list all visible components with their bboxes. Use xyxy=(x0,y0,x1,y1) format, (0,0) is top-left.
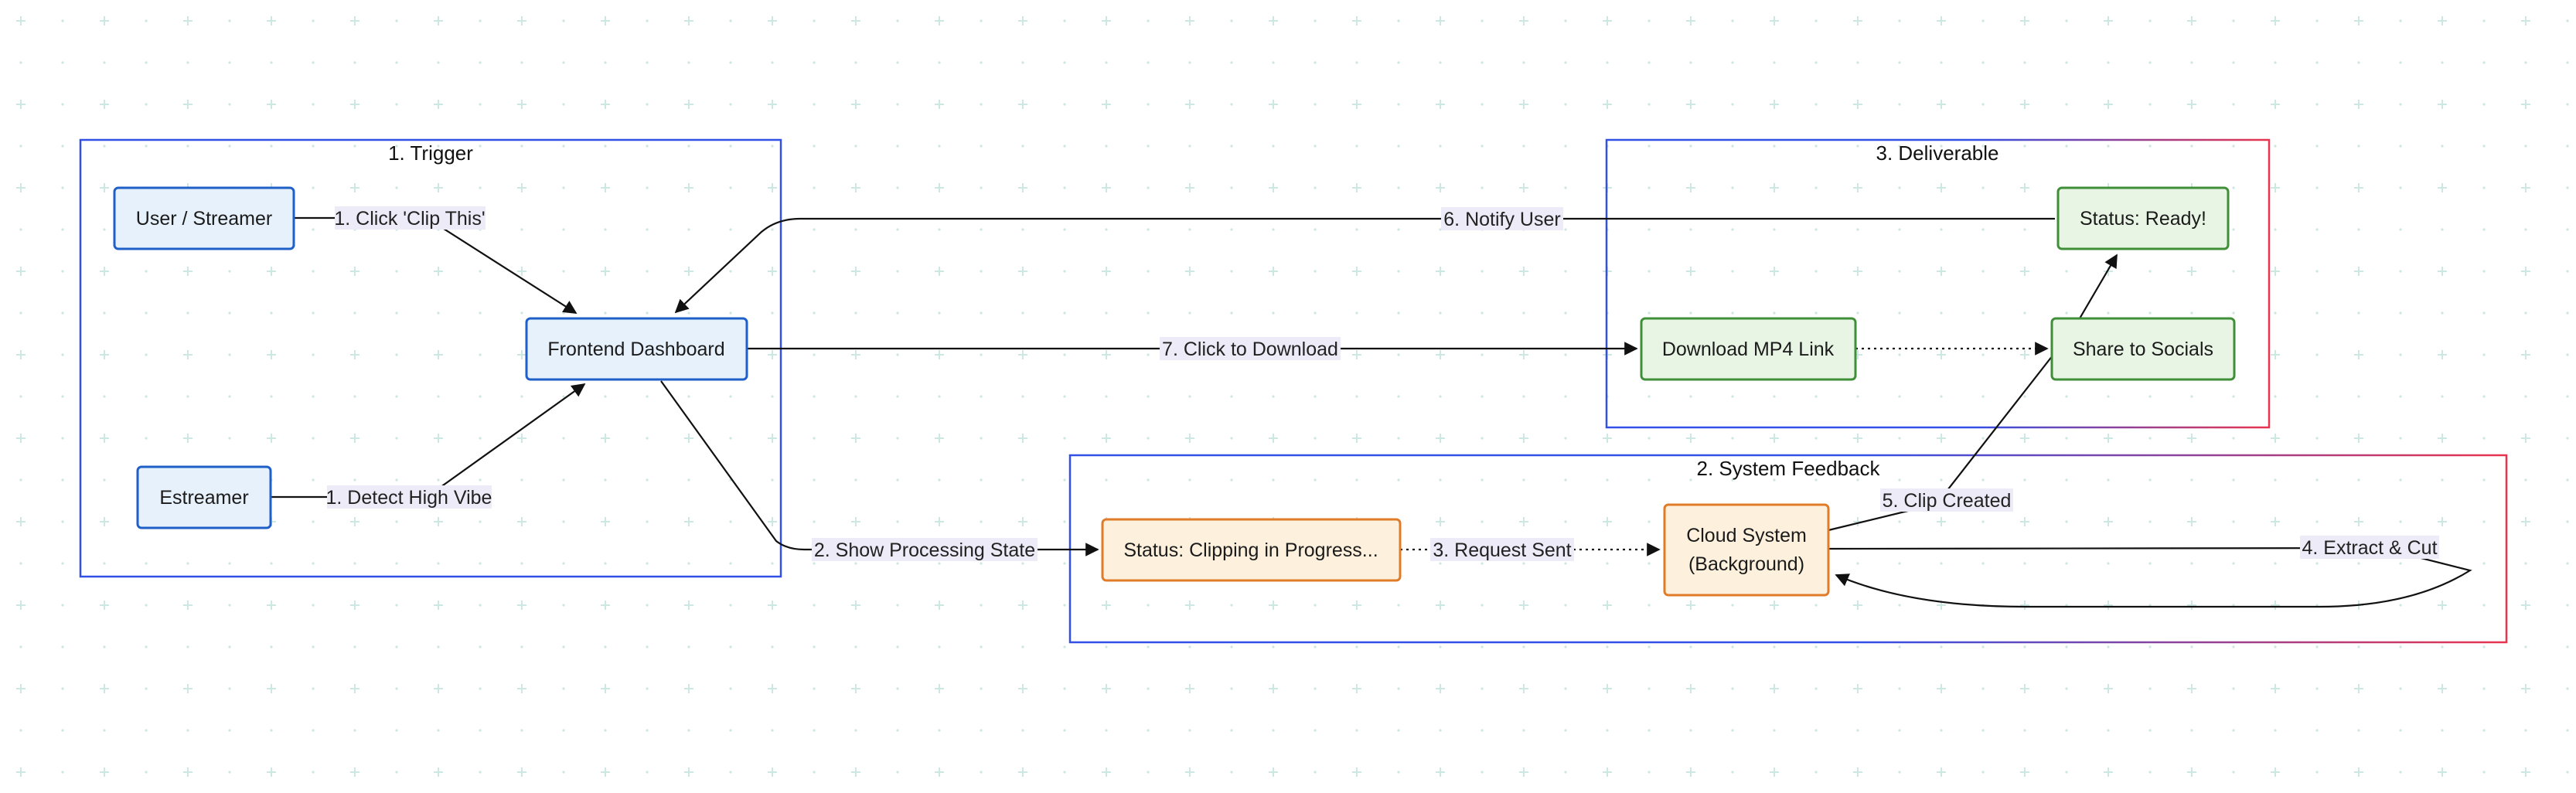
node-clipping-status-label: Status: Clipping in Progress... xyxy=(1123,539,1378,561)
node-frontend-dashboard[interactable]: Frontend Dashboard xyxy=(525,317,748,381)
node-status-ready[interactable]: Status: Ready! xyxy=(2056,186,2230,250)
edge-label-notify-user: 6. Notify User xyxy=(1441,207,1563,230)
svg-text:7. Click to Download: 7. Click to Download xyxy=(1162,339,1338,360)
node-cloud-system[interactable]: Cloud System (Background) xyxy=(1663,503,1830,597)
edge-label-clip-created: 5. Clip Created xyxy=(1880,488,2013,512)
node-cloud-system-label: Cloud System xyxy=(1686,525,1807,546)
node-user-streamer-label: User / Streamer xyxy=(136,208,272,230)
svg-text:2. Show Processing State: 2. Show Processing State xyxy=(814,539,1035,561)
group-deliverable: 3. Deliverable xyxy=(1605,138,2271,429)
edge-detect-vibe xyxy=(271,383,586,499)
node-share-socials-label: Share to Socials xyxy=(2073,339,2213,360)
svg-text:1. Detect High Vibe: 1. Detect High Vibe xyxy=(326,487,492,509)
edge-label-extract-cut: 4. Extract & Cut xyxy=(2300,536,2439,559)
edge-label-detect-vibe: 1. Detect High Vibe xyxy=(326,485,492,509)
edge-labels: 1. Click 'Clip This' 1. Detect High Vibe… xyxy=(326,206,2439,561)
node-status-ready-label: Status: Ready! xyxy=(2080,208,2206,230)
edge-extract-cut xyxy=(1828,546,2472,608)
node-estreamer[interactable]: Estreamer xyxy=(136,465,272,529)
node-share-socials[interactable]: Share to Socials xyxy=(2050,317,2236,381)
edge-label-click-clip: 1. Click 'Clip This' xyxy=(334,206,486,230)
svg-text:3. Request Sent: 3. Request Sent xyxy=(1433,539,1571,561)
group-trigger: 1. Trigger xyxy=(79,138,782,578)
group-feedback: 2. System Feedback xyxy=(1068,454,2508,644)
svg-text:1. Click 'Clip This': 1. Click 'Clip This' xyxy=(334,208,485,230)
edge-click-clip xyxy=(294,216,578,314)
node-frontend-dashboard-label: Frontend Dashboard xyxy=(547,339,724,360)
edge-label-show-processing: 2. Show Processing State xyxy=(812,538,1038,561)
node-user-streamer[interactable]: User / Streamer xyxy=(113,186,295,250)
edge-label-request-sent: 3. Request Sent xyxy=(1430,538,1574,561)
group-feedback-title: 2. System Feedback xyxy=(1697,457,1881,480)
node-download-mp4[interactable]: Download MP4 Link xyxy=(1640,317,1857,381)
edge-label-click-download: 7. Click to Download xyxy=(1160,337,1341,360)
group-deliverable-title: 3. Deliverable xyxy=(1876,141,1999,165)
node-cloud-system-sublabel: (Background) xyxy=(1688,553,1804,575)
svg-text:5. Clip Created: 5. Clip Created xyxy=(1883,490,2012,512)
background-grid xyxy=(16,16,2569,777)
node-download-mp4-label: Download MP4 Link xyxy=(1662,339,1835,360)
group-trigger-title: 1. Trigger xyxy=(388,141,473,165)
node-clipping-status[interactable]: Status: Clipping in Progress... xyxy=(1101,518,1402,582)
edge-notify-user xyxy=(674,217,2055,314)
edge-show-processing xyxy=(660,380,1099,556)
svg-text:4. Extract & Cut: 4. Extract & Cut xyxy=(2302,537,2437,559)
svg-text:6. Notify User: 6. Notify User xyxy=(1443,209,1560,230)
node-estreamer-label: Estreamer xyxy=(159,487,248,509)
